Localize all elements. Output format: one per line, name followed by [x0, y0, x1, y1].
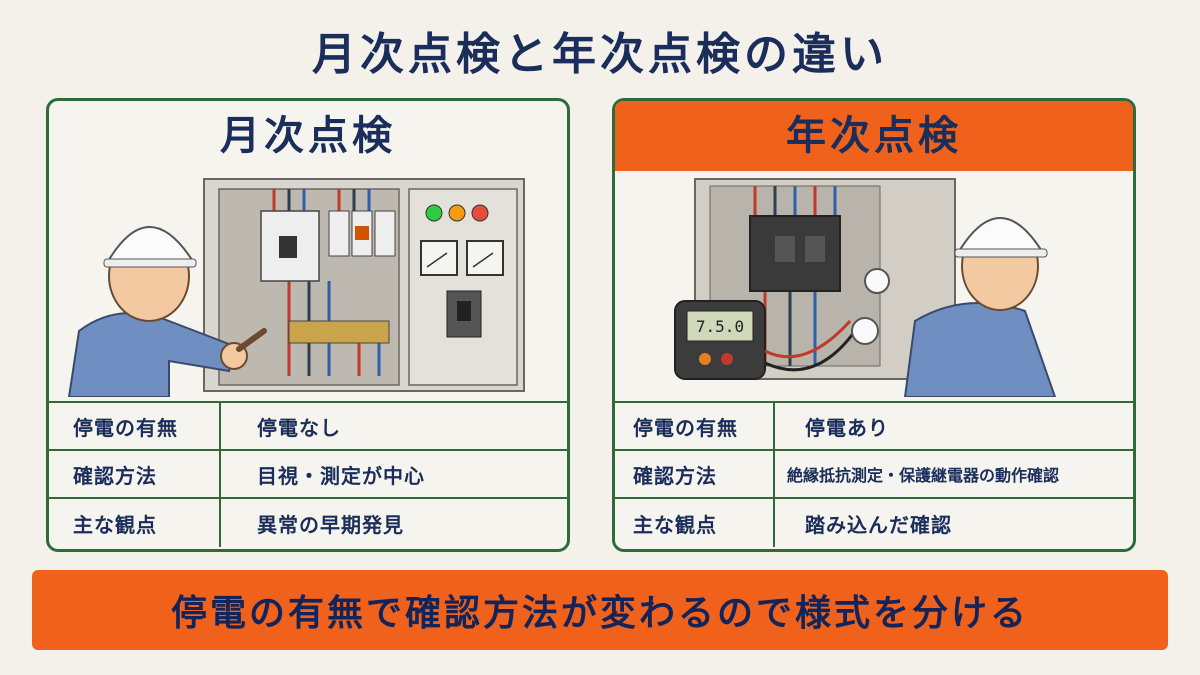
- page-title: 月次点検と年次点検の違い: [312, 29, 888, 80]
- table-row: 停電の有無 停電あり: [615, 403, 1133, 451]
- row-value: 踏み込んだ確認: [805, 512, 952, 537]
- monthly-comparison-table: 停電の有無 停電なし 確認方法 目視・測定が中心 主な観点 異常の早期発見: [49, 401, 567, 547]
- table-row: 停電の有無 停電なし: [49, 403, 567, 451]
- row-label: 停電の有無: [49, 403, 221, 449]
- panel-heading-monthly: 月次点検: [220, 113, 396, 159]
- row-label: 主な観点: [49, 499, 221, 547]
- annual-comparison-table: 停電の有無 停電あり 確認方法 絶縁抵抗測定・保護継電器の動作確認 主な観点 踏…: [615, 401, 1133, 547]
- monthly-inspection-illustration: [49, 171, 567, 397]
- table-row: 主な観点 異常の早期発見: [49, 499, 567, 547]
- table-row: 確認方法 絶縁抵抗測定・保護継電器の動作確認: [615, 451, 1133, 499]
- row-label: 停電の有無: [615, 403, 775, 449]
- annual-inspection-illustration: 7.5.0: [615, 171, 1133, 397]
- table-row: 確認方法 目視・測定が中心: [49, 451, 567, 499]
- row-value: 目視・測定が中心: [257, 463, 425, 488]
- row-label: 確認方法: [615, 451, 775, 497]
- row-value: 絶縁抵抗測定・保護継電器の動作確認: [787, 466, 1060, 485]
- row-label: 主な観点: [615, 499, 775, 547]
- table-row: 主な観点 踏み込んだ確認: [615, 499, 1133, 547]
- row-value: 異常の早期発見: [257, 512, 404, 537]
- annual-inspection-panel: 年次点検 7.5.0: [612, 98, 1136, 552]
- row-label: 確認方法: [49, 451, 221, 497]
- row-value: 停電なし: [257, 415, 341, 440]
- row-value: 停電あり: [805, 415, 889, 440]
- panel-heading-annual: 年次点検: [615, 101, 1133, 171]
- monthly-inspection-panel: 月次点検: [46, 98, 570, 552]
- summary-banner: 停電の有無で確認方法が変わるので様式を分ける: [32, 570, 1168, 650]
- tester-reading: 7.5.0: [696, 317, 744, 336]
